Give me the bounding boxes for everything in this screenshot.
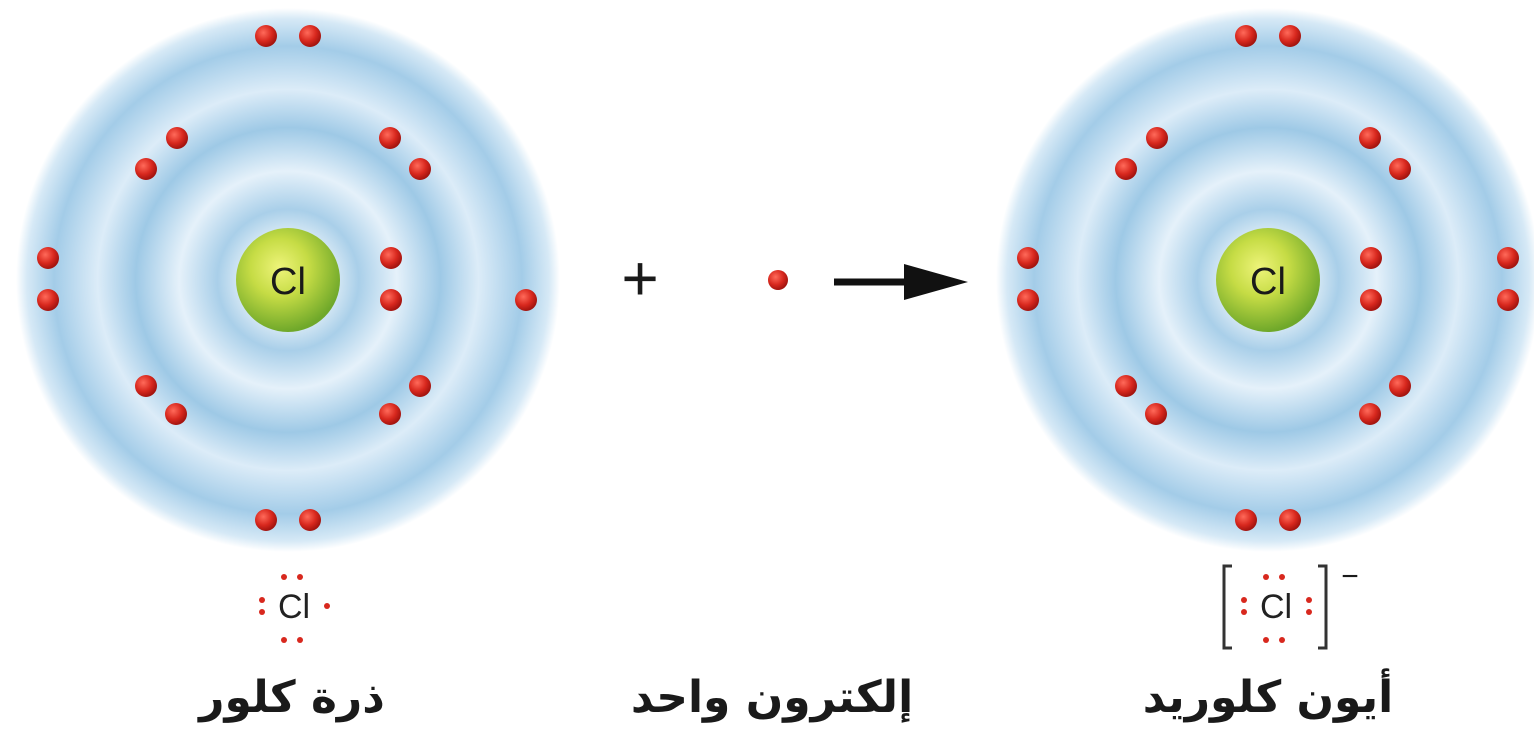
right-bracket <box>1318 564 1328 650</box>
nucleus <box>1216 228 1320 332</box>
electron <box>1017 289 1039 311</box>
ion-lewis-structure: Cl − <box>1222 560 1359 650</box>
lewis-dot <box>297 574 303 580</box>
nucleus-symbol: Cl <box>270 261 306 303</box>
electron <box>37 247 59 269</box>
electron <box>409 375 431 397</box>
lewis-dot <box>1306 609 1312 615</box>
ion-electrons <box>1017 25 1519 531</box>
electron <box>299 25 321 47</box>
electron <box>515 289 537 311</box>
atom-lewis-structure: Cl <box>259 574 330 643</box>
electron-caption: إلكترون واحد <box>631 672 913 723</box>
electron <box>380 247 402 269</box>
lewis-dot <box>281 637 287 643</box>
electron <box>135 158 157 180</box>
electron <box>1497 289 1519 311</box>
lewis-dot <box>1279 574 1285 580</box>
lewis-symbol: Cl <box>278 588 310 626</box>
lewis-dot <box>1263 574 1269 580</box>
electron <box>165 403 187 425</box>
electron <box>1359 403 1381 425</box>
lewis-dot <box>1241 597 1247 603</box>
nucleus-symbol: Cl <box>1250 261 1286 303</box>
single-electron <box>768 270 788 290</box>
electron <box>1360 289 1382 311</box>
electron <box>1146 127 1168 149</box>
electron <box>1359 127 1381 149</box>
electron <box>1145 403 1167 425</box>
lewis-dot <box>259 597 265 603</box>
electron <box>255 25 277 47</box>
electron <box>379 403 401 425</box>
lewis-dot <box>259 609 265 615</box>
electron <box>1017 247 1039 269</box>
ion-caption: أيون كلوريد <box>1143 668 1393 723</box>
electron <box>1115 158 1137 180</box>
electron <box>1279 25 1301 47</box>
electron <box>379 127 401 149</box>
lewis-dots <box>1241 574 1312 643</box>
atom-caption: ذرة كلور <box>197 672 385 723</box>
electron <box>1497 247 1519 269</box>
lewis-symbol: Cl <box>1260 588 1292 626</box>
lewis-dot <box>324 603 330 609</box>
lewis-dot <box>281 574 287 580</box>
chloride-ion-model: Cl <box>996 8 1534 552</box>
electron <box>1115 375 1137 397</box>
electron <box>135 375 157 397</box>
electron <box>299 509 321 531</box>
electron <box>1235 509 1257 531</box>
lewis-dot <box>1263 637 1269 643</box>
right-arrow-icon <box>834 264 968 300</box>
electron <box>255 509 277 531</box>
left-bracket <box>1222 564 1232 650</box>
lewis-dot <box>1306 597 1312 603</box>
lewis-dots <box>259 574 330 643</box>
lewis-dot <box>297 637 303 643</box>
electron <box>37 289 59 311</box>
lewis-dot <box>1241 609 1247 615</box>
electron <box>1389 158 1411 180</box>
electron <box>409 158 431 180</box>
atom-electrons <box>37 25 537 531</box>
electron <box>1279 509 1301 531</box>
nucleus <box>236 228 340 332</box>
electron <box>1235 25 1257 47</box>
electron <box>380 289 402 311</box>
electron <box>166 127 188 149</box>
electron <box>1389 375 1411 397</box>
chlorine-atom-model: Cl <box>16 8 560 552</box>
ion-charge: − <box>1341 560 1359 593</box>
lewis-dot <box>1279 637 1285 643</box>
plus-sign: + <box>621 242 658 314</box>
electron <box>1360 247 1382 269</box>
